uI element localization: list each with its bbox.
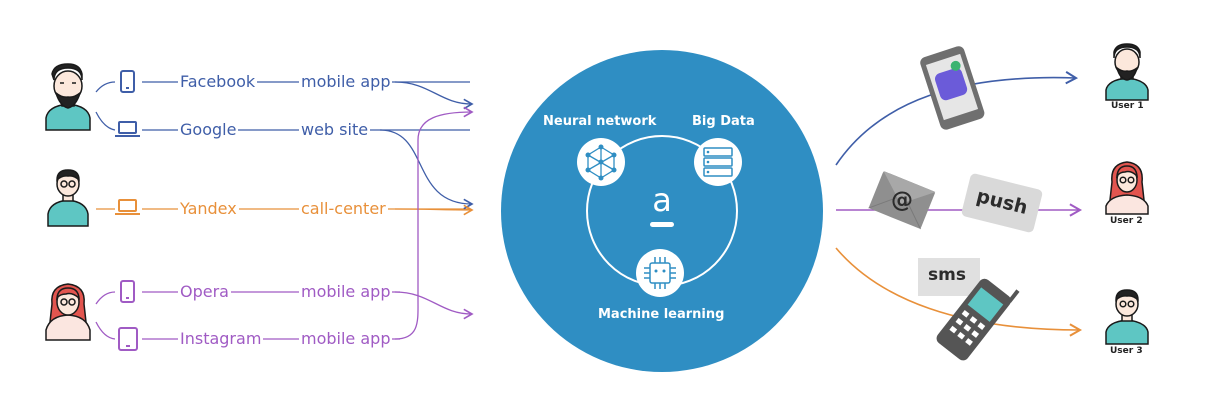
user-2-label: User 2 bbox=[1110, 216, 1143, 226]
avatar-user-2 bbox=[1105, 161, 1149, 215]
hub-circle bbox=[501, 50, 823, 372]
avatar-user-3 bbox=[1105, 289, 1149, 345]
server-icon bbox=[694, 138, 742, 186]
svg-text:@: @ bbox=[891, 188, 913, 213]
source-connectors bbox=[95, 81, 474, 340]
tablet-icon bbox=[118, 327, 138, 351]
source-type-yandex: call-center bbox=[299, 199, 388, 219]
feature-phone-icon bbox=[936, 278, 1020, 361]
source-channel-facebook: Facebook bbox=[178, 72, 258, 92]
phone-icon bbox=[120, 70, 135, 93]
email-envelope-icon bbox=[868, 170, 936, 230]
source-type-opera: mobile app bbox=[299, 282, 393, 302]
user-1-label: User 1 bbox=[1111, 101, 1144, 111]
avatar-bearded-man bbox=[45, 63, 91, 131]
hub-node-neural-network-label: Neural network bbox=[543, 114, 657, 129]
at-sign-icon: @ bbox=[891, 188, 913, 213]
phone-icon bbox=[120, 280, 135, 303]
smartphone-icon bbox=[920, 46, 985, 130]
user-3-label: User 3 bbox=[1110, 346, 1143, 356]
laptop-icon bbox=[115, 199, 140, 215]
source-channel-instagram: Instagram bbox=[178, 329, 264, 349]
push-card bbox=[961, 173, 1043, 233]
source-type-google: web site bbox=[299, 120, 371, 140]
logo-underline bbox=[650, 222, 674, 227]
neural-network-icon bbox=[577, 138, 625, 186]
hub-node-big-data-label: Big Data bbox=[692, 114, 755, 129]
source-type-facebook: mobile app bbox=[299, 72, 393, 92]
sms-label: sms bbox=[928, 265, 966, 285]
chip-icon bbox=[636, 249, 684, 297]
source-type-instagram: mobile app bbox=[299, 329, 393, 349]
sms-card bbox=[918, 258, 980, 296]
laptop-icon bbox=[115, 121, 140, 137]
hub-node-machine-learning-label: Machine learning bbox=[598, 307, 725, 322]
source-channel-opera: Opera bbox=[178, 282, 231, 302]
avatar-glasses-man bbox=[47, 169, 89, 227]
avatar-redhead-woman bbox=[45, 283, 91, 341]
avatar-user-1 bbox=[1105, 43, 1149, 101]
hub-logo: a bbox=[652, 181, 672, 219]
source-channel-yandex: Yandex bbox=[178, 199, 239, 219]
source-channel-google: Google bbox=[178, 120, 239, 140]
